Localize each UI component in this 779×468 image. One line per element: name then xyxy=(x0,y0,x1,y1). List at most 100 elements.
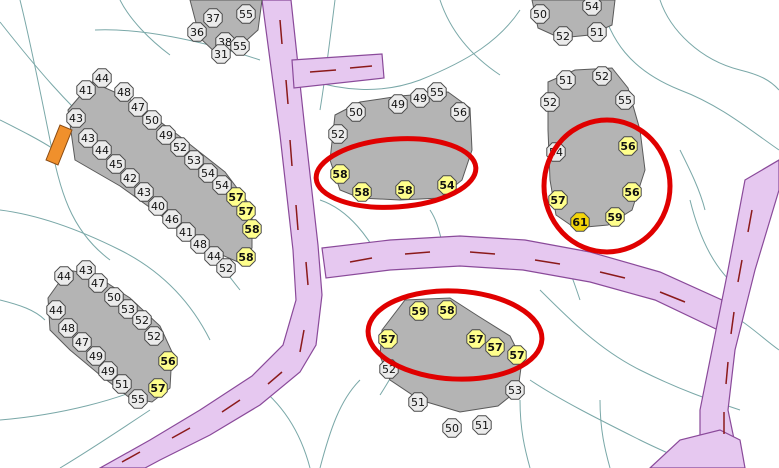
marker-shape xyxy=(118,299,138,319)
terrain-line xyxy=(439,0,501,76)
road-dash xyxy=(121,451,141,463)
noise-marker: 51 xyxy=(112,374,132,394)
marker-shape xyxy=(156,125,176,145)
marker-shape xyxy=(58,318,78,338)
road-dash xyxy=(737,259,743,283)
marker-shape xyxy=(556,70,576,90)
marker-label: 53 xyxy=(121,303,135,316)
marker-label: 40 xyxy=(151,200,165,213)
noise-marker: 55 xyxy=(615,90,635,110)
marker-shape xyxy=(144,326,164,346)
marker-label: 44 xyxy=(49,304,63,317)
terrain-line xyxy=(599,0,779,151)
road-dash xyxy=(534,259,561,265)
marker-shape xyxy=(114,82,134,102)
terrain-line xyxy=(599,399,611,468)
noise-marker: 56 xyxy=(158,351,178,371)
marker-shape xyxy=(76,260,96,280)
road-spur xyxy=(291,53,385,89)
noise-marker: 40 xyxy=(148,196,168,216)
marker-shape xyxy=(352,182,372,202)
noise-marker: 57 xyxy=(507,345,527,365)
noise-marker: 51 xyxy=(408,392,428,412)
noise-marker: 47 xyxy=(72,332,92,352)
marker-shape xyxy=(540,92,560,112)
noise-marker: 43 xyxy=(66,108,86,128)
noise-marker: 41 xyxy=(176,222,196,242)
noise-marker: 59 xyxy=(409,301,429,321)
marker-label: 50 xyxy=(107,291,121,304)
terrain-line xyxy=(659,0,779,91)
marker-label: 57 xyxy=(468,333,483,346)
marker-label: 50 xyxy=(349,106,363,119)
marker-label: 49 xyxy=(159,129,173,142)
road-dash xyxy=(659,291,686,303)
small-structure xyxy=(45,124,73,166)
marker-shape xyxy=(615,90,635,110)
noise-marker: 48 xyxy=(190,234,210,254)
noise-marker: 43 xyxy=(78,128,98,148)
noise-marker: 54 xyxy=(582,0,602,16)
noise-marker: 31 xyxy=(211,44,231,64)
marker-label: 56 xyxy=(453,106,467,119)
marker-shape xyxy=(587,22,607,42)
noise-marker: 58 xyxy=(395,180,415,200)
road-dash xyxy=(299,329,305,353)
marker-label: 49 xyxy=(101,365,115,378)
marker-label: 52 xyxy=(135,314,149,327)
road-dash xyxy=(305,261,309,286)
marker-label: 58 xyxy=(238,251,253,264)
noise-marker: 50 xyxy=(442,418,462,438)
noise-marker: 49 xyxy=(156,125,176,145)
marker-label: 41 xyxy=(79,84,93,97)
terrain-line xyxy=(319,379,361,468)
marker-shape xyxy=(204,246,224,266)
noise-marker: 46 xyxy=(162,209,182,229)
noise-marker: 55 xyxy=(128,389,148,409)
marker-label: 58 xyxy=(397,184,412,197)
terrain-line xyxy=(679,149,706,211)
noise-marker: 43 xyxy=(134,182,154,202)
marker-label: 47 xyxy=(131,101,145,114)
noise-marker: 45 xyxy=(106,154,126,174)
noise-marker: 42 xyxy=(120,168,140,188)
noise-marker: 41 xyxy=(76,80,96,100)
marker-label: 56 xyxy=(624,186,640,199)
marker-label: 51 xyxy=(590,26,604,39)
marker-shape xyxy=(148,196,168,216)
marker-shape xyxy=(236,247,256,267)
terrain-line xyxy=(0,209,211,341)
marker-shape xyxy=(592,66,612,86)
marker-label: 58 xyxy=(354,186,369,199)
marker-shape xyxy=(346,102,366,122)
noise-marker: 52 xyxy=(328,124,348,144)
marker-shape xyxy=(198,163,218,183)
marker-label: 43 xyxy=(81,132,95,145)
noise-marker: 43 xyxy=(76,260,96,280)
marker-label: 55 xyxy=(131,393,145,406)
marker-label: 44 xyxy=(95,144,109,157)
road-dash xyxy=(289,139,293,167)
noise-marker: 44 xyxy=(46,300,66,320)
marker-label: 44 xyxy=(207,250,221,263)
noise-marker: 61 xyxy=(570,212,590,232)
marker-shape xyxy=(98,361,118,381)
highlight-ring xyxy=(541,117,673,255)
marker-shape xyxy=(450,102,470,122)
noise-marker: 50 xyxy=(142,110,162,130)
marker-label: 48 xyxy=(193,238,207,251)
marker-label: 57 xyxy=(509,349,524,362)
marker-label: 57 xyxy=(380,333,395,346)
noise-marker: 57 xyxy=(236,201,256,221)
marker-label: 59 xyxy=(411,305,426,318)
noise-marker: 47 xyxy=(128,97,148,117)
marker-shape xyxy=(437,300,457,320)
marker-shape xyxy=(54,266,74,286)
road-dash xyxy=(267,371,283,385)
noise-marker: 49 xyxy=(388,94,408,114)
marker-shape xyxy=(230,36,250,56)
noise-marker: 52 xyxy=(216,258,236,278)
